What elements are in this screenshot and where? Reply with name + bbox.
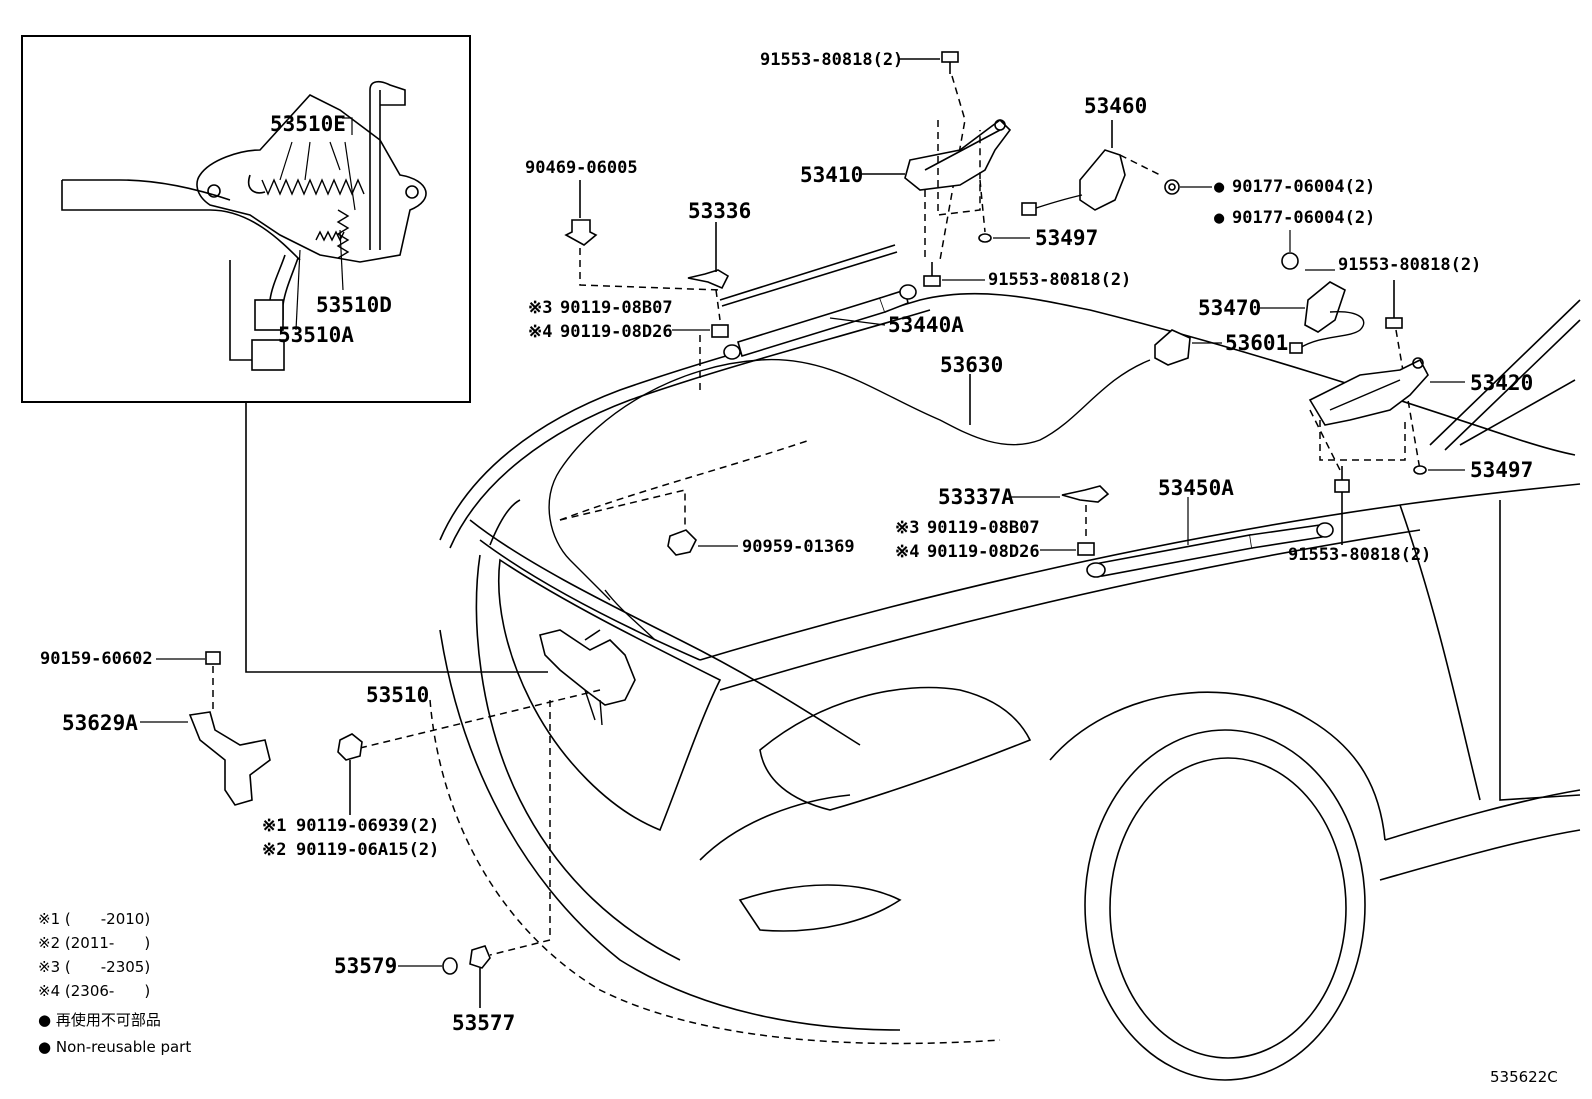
legend-note-2: ※2 (2011- ) [38,934,150,952]
mark-4-mid: ※4 [895,542,919,562]
label-53601: 53601 [1225,331,1288,355]
release-cable-53630: 53630 [548,353,1151,641]
latch-detail-inset: 53510E 53510D 53510A [21,35,471,403]
clip-53577: 53577 [452,945,515,1035]
clip-90959: 90959-01369 [559,489,855,557]
label-91553-mid: 91553-80818(2) [988,270,1131,290]
bolt-90119-mid: ※3 90119-08B07 ※4 90119-08D26 [895,505,1095,562]
legend-nonreusable-en: ● Non-reusable part [38,1038,191,1056]
label-53460: 53460 [1084,94,1147,118]
hood-lock-sensor-53460: 53460 [1021,94,1161,216]
legend-nonreusable-jp: ● 再使用不可部品 [38,1011,161,1029]
hood-lock-53510: 53510 [359,629,636,956]
diagram-code: 535622C [1490,1068,1558,1086]
legend-note-1: ※1 ( -2010) [38,910,150,928]
label-90469: 90469-06005 [525,158,638,178]
bolt-90119-06939: ※1 90119-06939(2) ※2 90119-06A15(2) [262,733,439,860]
label-53577: 53577 [452,1011,515,1035]
label-53630: 53630 [940,353,1003,377]
bolt-90119-top: ※3 90119-08B07 ※4 90119-08D26 [528,298,729,342]
legend-note-4: ※4 (2306- ) [38,982,150,1000]
mark-2: ※2 [262,840,286,860]
hood-hinge-53420: 53420 [1308,357,1533,461]
hood-hinge-53410: 53410 [800,118,1012,260]
label-53450A: 53450A [1158,476,1234,500]
label-53410: 53410 [800,163,863,187]
label-53440A: 53440A [888,313,964,337]
label-90119-08D26-mid: 90119-08D26 [927,542,1040,562]
mark-3-top: ※3 [528,298,552,318]
cable-bracket-53601: 53601 [1154,329,1288,366]
nut-90177-a: ● 90177-06004(2) [1164,177,1375,197]
label-90119-06A15: 90119-06A15(2) [296,840,439,860]
bolt-90159: 90159-60602 [40,649,221,712]
label-53497-right: 53497 [1470,458,1533,482]
label-90959: 90959-01369 [742,537,855,557]
label-53510A: 53510A [278,323,354,347]
label-90119-08D26-top: 90119-08D26 [560,322,673,342]
mark-1: ※1 [262,816,286,836]
label-53497-top: 53497 [1035,226,1098,250]
label-91553-right: 91553-80818(2) [1338,255,1481,275]
mark-4-top: ※4 [528,322,552,342]
dot-90177-a: ● [1214,177,1225,197]
hood-strut-53440A: 53440A [719,244,964,360]
label-53337A: 53337A [938,485,1014,509]
clip-90469: 90469-06005 [525,158,721,291]
label-90119-08B07-top: 90119-08B07 [560,298,673,318]
label-53510E: 53510E [270,112,346,136]
bolt-91553-top: 91553-80818(2) [760,50,966,261]
label-53470: 53470 [1198,296,1261,320]
label-90119-06939: 90119-06939(2) [296,816,439,836]
inset-connector-line [245,402,548,673]
label-53420: 53420 [1470,371,1533,395]
label-53629A: 53629A [62,711,138,735]
stay-bracket-53337A: 53337A [938,485,1110,509]
hood-strut-53450A: 53450A [1086,476,1334,578]
label-90177-b: 90177-06004(2) [1232,208,1375,228]
label-53510: 53510 [366,683,429,707]
nut-90177-b: ● 90177-06004(2) [1214,208,1375,270]
mark-3-mid: ※3 [895,518,919,538]
label-90119-08B07-mid: 90119-08B07 [927,518,1040,538]
label-91553-low: 91553-80818(2) [1288,545,1431,565]
car-body-outline [429,292,1581,1081]
legend: ※1 ( -2010) ※2 (2011- ) ※3 ( -2305) ※4 (… [38,910,191,1056]
bolt-91553-mid: 91553-80818(2) [923,262,1131,290]
legend-note-3: ※3 ( -2305) [38,958,150,976]
label-90159: 90159-60602 [40,649,153,669]
cap-53579: 53579 [334,954,458,978]
bolt-91553-low: 91553-80818(2) [1288,466,1431,565]
label-53336: 53336 [688,199,751,223]
washer-53497-top: 53497 [978,179,1098,250]
stay-bracket-53336: 53336 [687,199,751,321]
hood-switch-53470: 53470 [1198,281,1365,354]
label-90177-a: 90177-06004(2) [1232,177,1375,197]
dot-90177-b: ● [1214,208,1225,228]
label-53579: 53579 [334,954,397,978]
label-53510D: 53510D [316,293,392,317]
bracket-53629A: 53629A [62,711,271,806]
washer-53497-right: 53497 [1413,458,1533,482]
label-91553-top: 91553-80818(2) [760,50,903,70]
bolt-91553-right: 91553-80818(2) [1305,255,1481,471]
